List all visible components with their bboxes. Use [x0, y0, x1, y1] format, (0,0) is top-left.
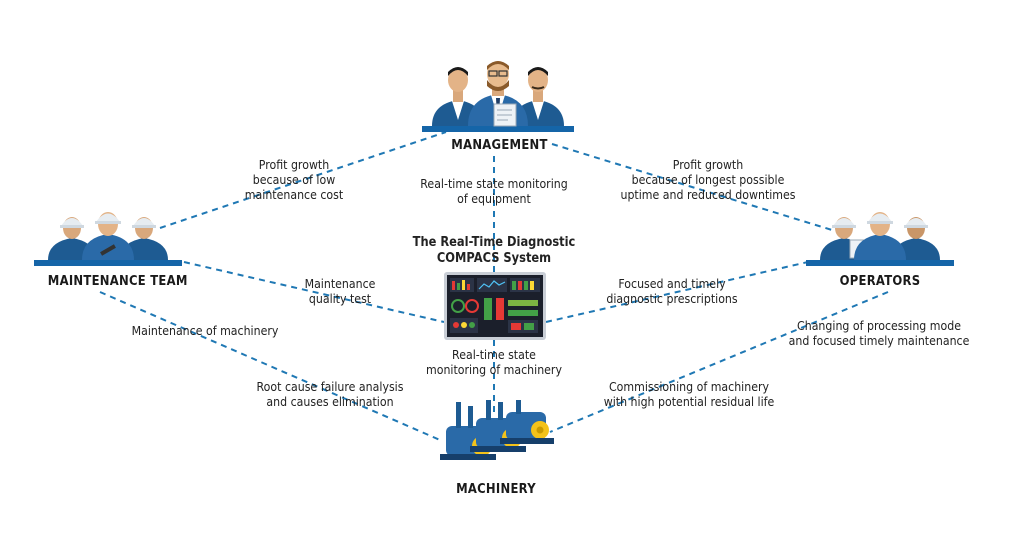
- label-line: uptime and reduced downtimes: [620, 187, 796, 202]
- label-management-system: Real-time state monitoring of equipment: [415, 176, 573, 206]
- label-system-operators: Focused and timely diagnostic prescripti…: [593, 276, 751, 306]
- label-maintenance-machinery-2: Root cause failure analysis and causes e…: [251, 379, 409, 409]
- label-line: Real-time state: [452, 347, 536, 362]
- label-line: Commissioning of machinery: [608, 379, 770, 394]
- label-line: because of longest possible: [631, 172, 785, 187]
- label-system-machinery: Real-time state monitoring of machinery: [424, 347, 565, 377]
- label-line: Profit growth: [258, 157, 330, 172]
- label-line: maintenance cost: [244, 187, 344, 202]
- label-line: Changing of processing mode: [797, 318, 961, 333]
- label-line: Profit growth: [672, 157, 744, 172]
- label-line: Root cause failure analysis: [256, 379, 404, 394]
- managers-group-icon: [422, 61, 574, 132]
- label-line: because of low: [252, 172, 336, 187]
- management-title: MANAGEMENT: [451, 137, 548, 153]
- system-title: The Real-Time Diagnostic COMPACS System: [406, 235, 582, 267]
- label-operators-management: Profit growth because of longest possibl…: [620, 157, 796, 202]
- line-maintenance-to-machinery: [99, 291, 441, 441]
- label-line: and causes elimination: [266, 394, 394, 409]
- operators-title: OPERATORS: [839, 273, 921, 289]
- maintenance-team-title: MAINTENANCE TEAM: [47, 273, 188, 289]
- line-system-to-operators: [545, 261, 809, 323]
- label-line: diagnostic prescriptions: [606, 291, 738, 306]
- label-operators-machinery-2: Commissioning of machinery with high pot…: [597, 379, 782, 409]
- line-management-to-operators: [551, 143, 833, 231]
- label-line: monitoring of machinery: [426, 362, 562, 377]
- industrial-pumps-icon: [440, 400, 554, 460]
- label-operators-machinery: Changing of processing mode and focused …: [787, 318, 972, 348]
- label-line: with high potential residual life: [603, 394, 775, 409]
- operators-with-helmets-icon: [806, 212, 954, 266]
- workers-with-helmets-icon: [34, 212, 182, 266]
- label-maintenance-management: Profit growth because of low maintenance…: [232, 157, 355, 202]
- label-line: Real-time state monitoring: [420, 176, 568, 191]
- label-line: of equipment: [457, 191, 531, 206]
- label-line: Maintenance: [304, 276, 376, 291]
- machinery-title: MACHINERY: [456, 481, 536, 497]
- label-maintenance-system: Maintenance quality test: [287, 276, 393, 306]
- label-maintenance-machinery: Maintenance of machinery: [131, 323, 279, 338]
- label-line: and focused timely maintenance: [788, 333, 970, 348]
- diagnostic-dashboard-monitor-icon: [444, 272, 546, 340]
- label-line: quality test: [308, 291, 372, 306]
- line-maintenance-to-system: [183, 261, 445, 323]
- label-line: Focused and timely: [618, 276, 726, 291]
- system-title-line-2: COMPACS System: [436, 251, 552, 266]
- system-title-line-1: The Real-Time Diagnostic: [412, 235, 576, 250]
- line-operators-to-machinery: [549, 291, 889, 433]
